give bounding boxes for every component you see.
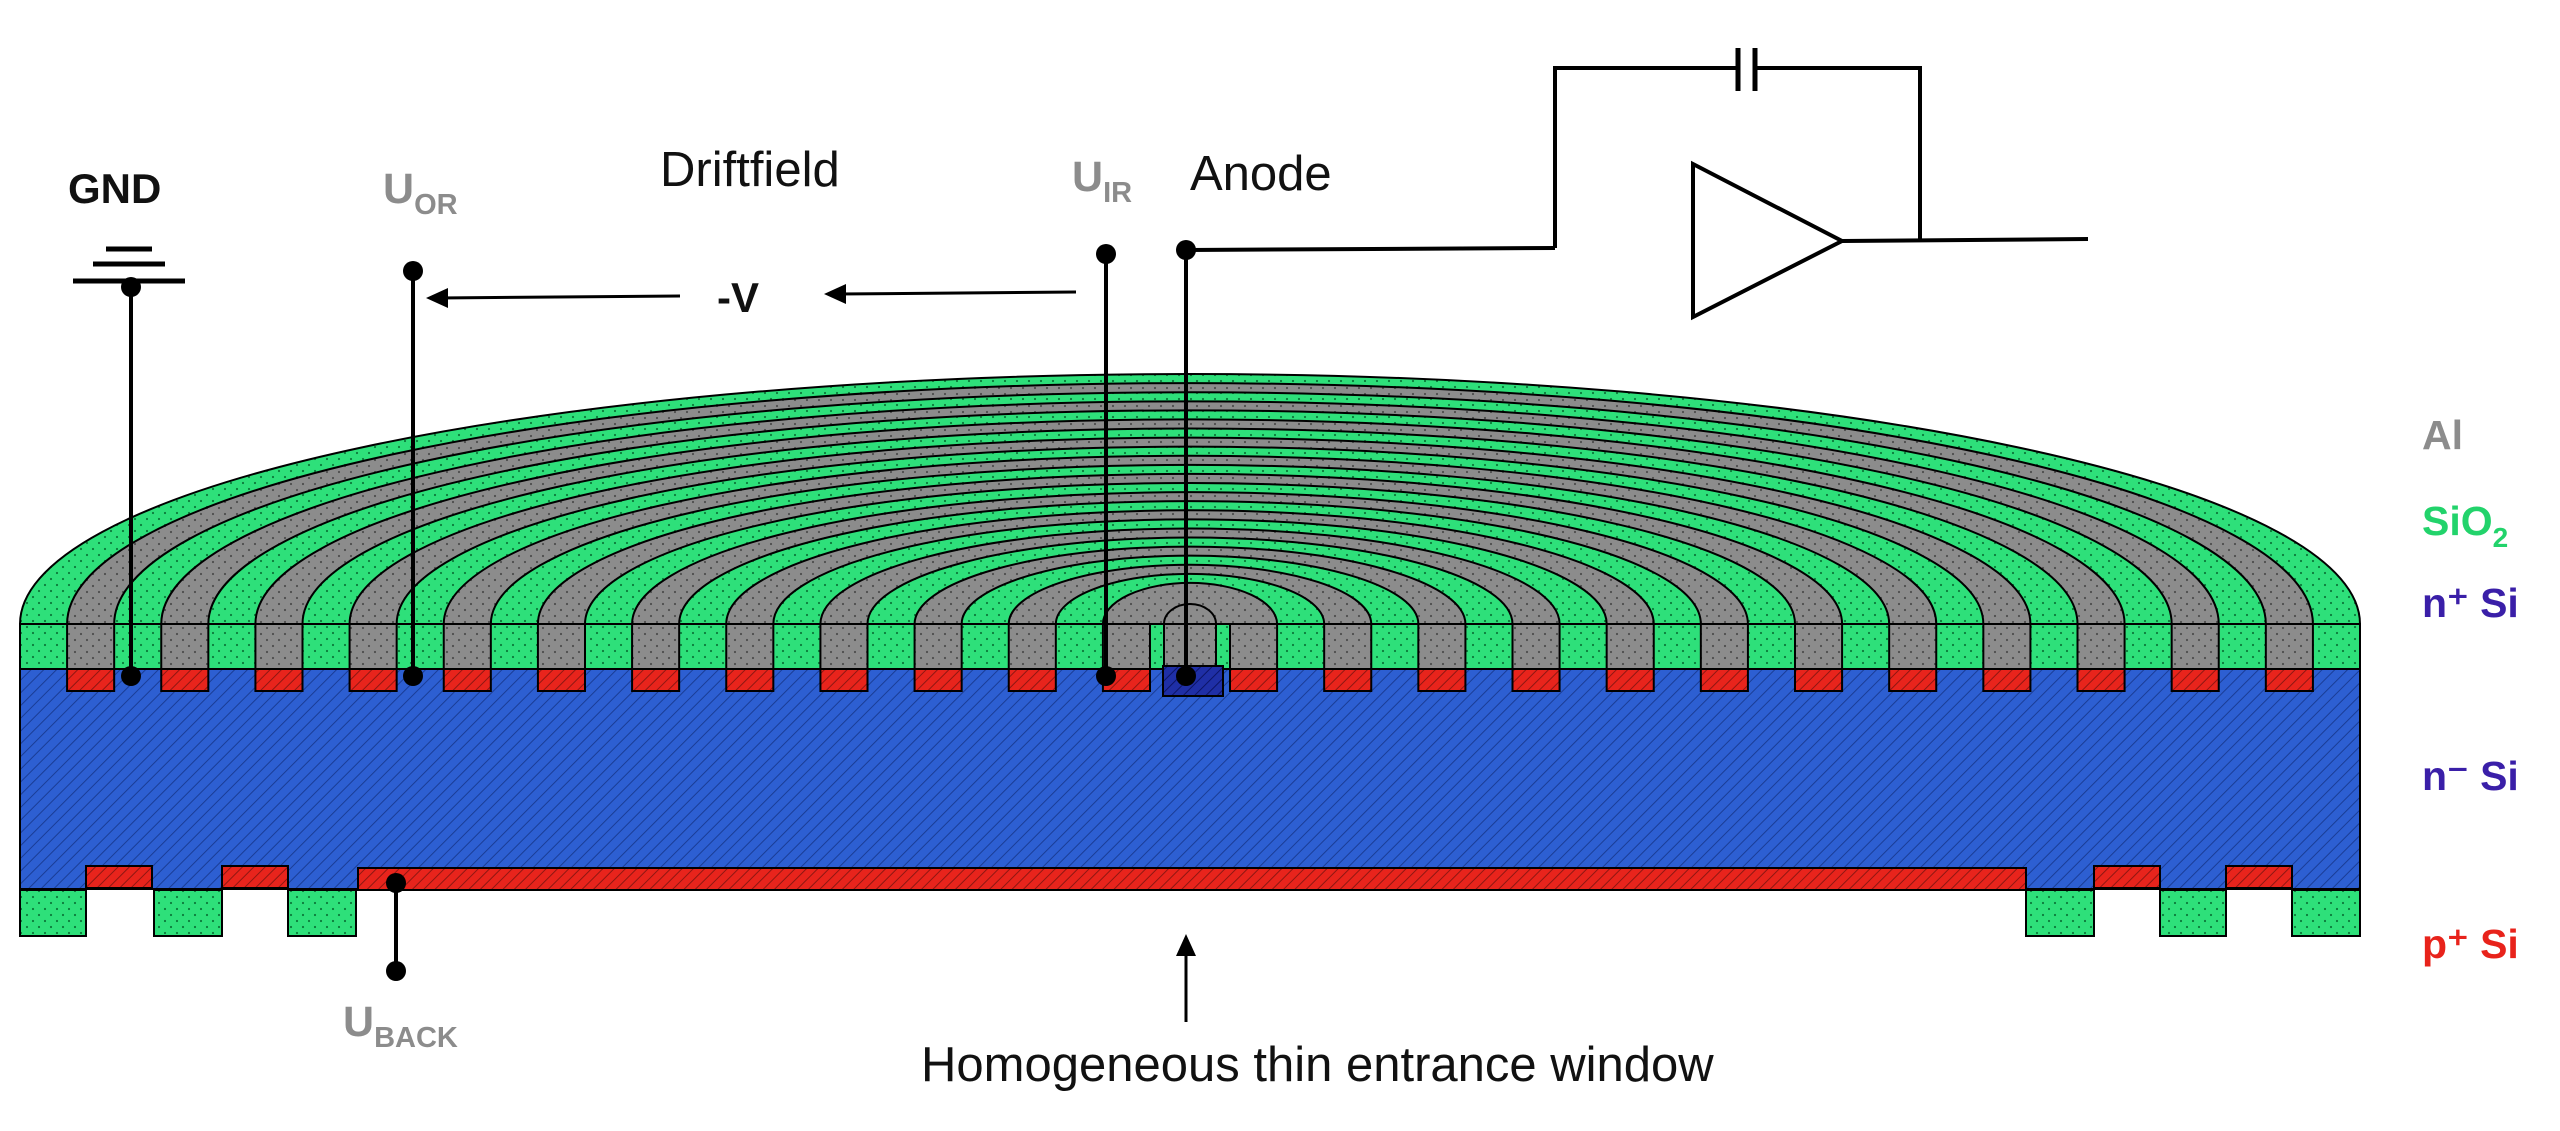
aluminium-leg-right	[1323, 623, 1373, 671]
u-or-label: UOR	[383, 165, 458, 221]
legend-p-plus-si: p⁺ Si	[2422, 921, 2519, 967]
p-plus-ring-left	[442, 668, 492, 692]
legend-al: Al	[2422, 412, 2463, 458]
p-plus-ring-left	[254, 668, 304, 692]
p-plus-ring-right	[1511, 668, 1561, 692]
p-plus-ring-right	[1794, 668, 1844, 692]
anode-label: Anode	[1190, 147, 1332, 201]
u-or-bottom-dot	[403, 666, 423, 686]
aluminium-leg-right	[1605, 623, 1655, 671]
p-plus-ring-right	[2076, 668, 2126, 692]
p-plus-back-guard	[2225, 865, 2293, 889]
contact-dots	[121, 240, 1196, 981]
legend-n-plus-si: n⁺ Si	[2422, 580, 2519, 626]
material-legend: Al SiO2 n⁺ Si n⁻ Si p⁺ Si	[2422, 412, 2519, 967]
feedback-wire-right	[1755, 66, 1922, 241]
p-plus-ring-left	[725, 668, 775, 692]
aluminium-leg-left	[348, 623, 398, 671]
n-minus-silicon-bulk	[19, 668, 2361, 890]
p-plus-ring-left	[913, 668, 963, 692]
aluminium-ring-legs	[66, 623, 2314, 671]
readout-amplifier-circuit	[1187, 48, 2089, 321]
aluminium-leg-right	[2076, 623, 2126, 671]
p-plus-back-guard	[221, 865, 289, 889]
aluminium-leg-left	[1101, 623, 1151, 671]
aluminium-leg-right	[2264, 623, 2314, 671]
anode-top-dot	[1176, 240, 1196, 260]
anode-contact-leg	[1163, 623, 1217, 671]
aluminium-leg-right	[1699, 623, 1749, 671]
oxide-back-foot	[19, 889, 87, 937]
aluminium-leg-right	[1794, 623, 1844, 671]
p-plus-ring-right	[1323, 668, 1373, 692]
p-plus-ring-left	[536, 668, 587, 692]
oxide-back-foot	[287, 889, 357, 937]
aluminium-leg-left	[442, 623, 492, 671]
oxide-back-foot	[2025, 889, 2095, 937]
p-plus-ring-left	[631, 668, 681, 692]
aluminium-leg-left	[160, 623, 210, 671]
u-or-top-dot	[403, 261, 423, 281]
aluminium-leg-right	[1982, 623, 2032, 671]
arrow-head-left	[426, 288, 448, 308]
arrow-head-middle	[824, 284, 846, 304]
p-plus-ring-right	[1982, 668, 2032, 692]
ground-symbol-icon	[73, 246, 185, 284]
aluminium-leg-left	[1007, 623, 1057, 671]
legend-n-minus-si: n⁻ Si	[2422, 753, 2519, 799]
p-plus-back-guard	[2093, 865, 2161, 889]
aluminium-leg-left	[66, 623, 116, 671]
u-ir-top-dot	[1096, 244, 1116, 264]
minus-v-label: -V	[717, 274, 759, 321]
p-plus-ring-right	[1888, 668, 1938, 692]
p-plus-ring-left	[819, 668, 869, 692]
gnd-bottom-dot	[121, 666, 141, 686]
drift-ring-dome	[18, 373, 2362, 625]
u-ir-bottom-dot	[1096, 666, 1116, 686]
arrow-head-up	[1176, 934, 1196, 956]
amplifier-triangle	[1691, 160, 1847, 321]
p-plus-ring-right	[1699, 668, 1749, 692]
aluminium-leg-left	[254, 623, 304, 671]
aluminium-leg-right	[1229, 623, 1279, 671]
aluminium-leg-right	[1417, 623, 1467, 671]
aluminium-leg-right	[2170, 623, 2220, 671]
oxide-back-foot	[2159, 889, 2227, 937]
p-plus-ring-right	[1417, 668, 1467, 692]
aluminium-leg-left	[819, 623, 869, 671]
back-side-structure	[19, 865, 2361, 937]
p-plus-entrance-window	[357, 867, 2027, 891]
drift-field-arrows	[426, 284, 1196, 1022]
p-plus-back-guard	[85, 865, 153, 889]
aluminium-leg-left	[631, 623, 681, 671]
aluminium-leg-right	[1511, 623, 1561, 671]
entrance-window-label: Homogeneous thin entrance window	[921, 1038, 1714, 1092]
u-ir-label: UIR	[1072, 153, 1132, 209]
driftfield-label: Driftfield	[660, 143, 840, 197]
p-plus-ring-right	[1605, 668, 1655, 692]
u-back-bottom-dot	[386, 961, 406, 981]
oxide-back-foot	[153, 889, 223, 937]
anode-contact-cap	[1162, 603, 1218, 625]
p-plus-ring-left	[348, 668, 398, 692]
aluminium-leg-left	[536, 623, 587, 671]
p-plus-ring-left	[66, 668, 116, 692]
oxide-back-foot	[2291, 889, 2361, 937]
p-plus-ring-right	[1229, 668, 1279, 692]
p-plus-ring-right	[2170, 668, 2220, 692]
p-plus-ring-left	[1007, 668, 1057, 692]
aluminium-leg-right	[1888, 623, 1938, 671]
p-plus-ring-right	[2264, 668, 2314, 692]
gnd-label: GND	[68, 165, 161, 212]
p-plus-ring-left	[160, 668, 210, 692]
u-back-label: UBACK	[343, 998, 458, 1054]
legend-sio2: SiO2	[2422, 498, 2508, 553]
aluminium-leg-left	[913, 623, 963, 671]
contact-wires	[129, 250, 1188, 971]
feedback-wire-left	[1553, 66, 1738, 248]
anode-bottom-dot	[1176, 666, 1196, 686]
aluminium-leg-left	[725, 623, 775, 671]
u-back-top-dot	[386, 873, 406, 893]
